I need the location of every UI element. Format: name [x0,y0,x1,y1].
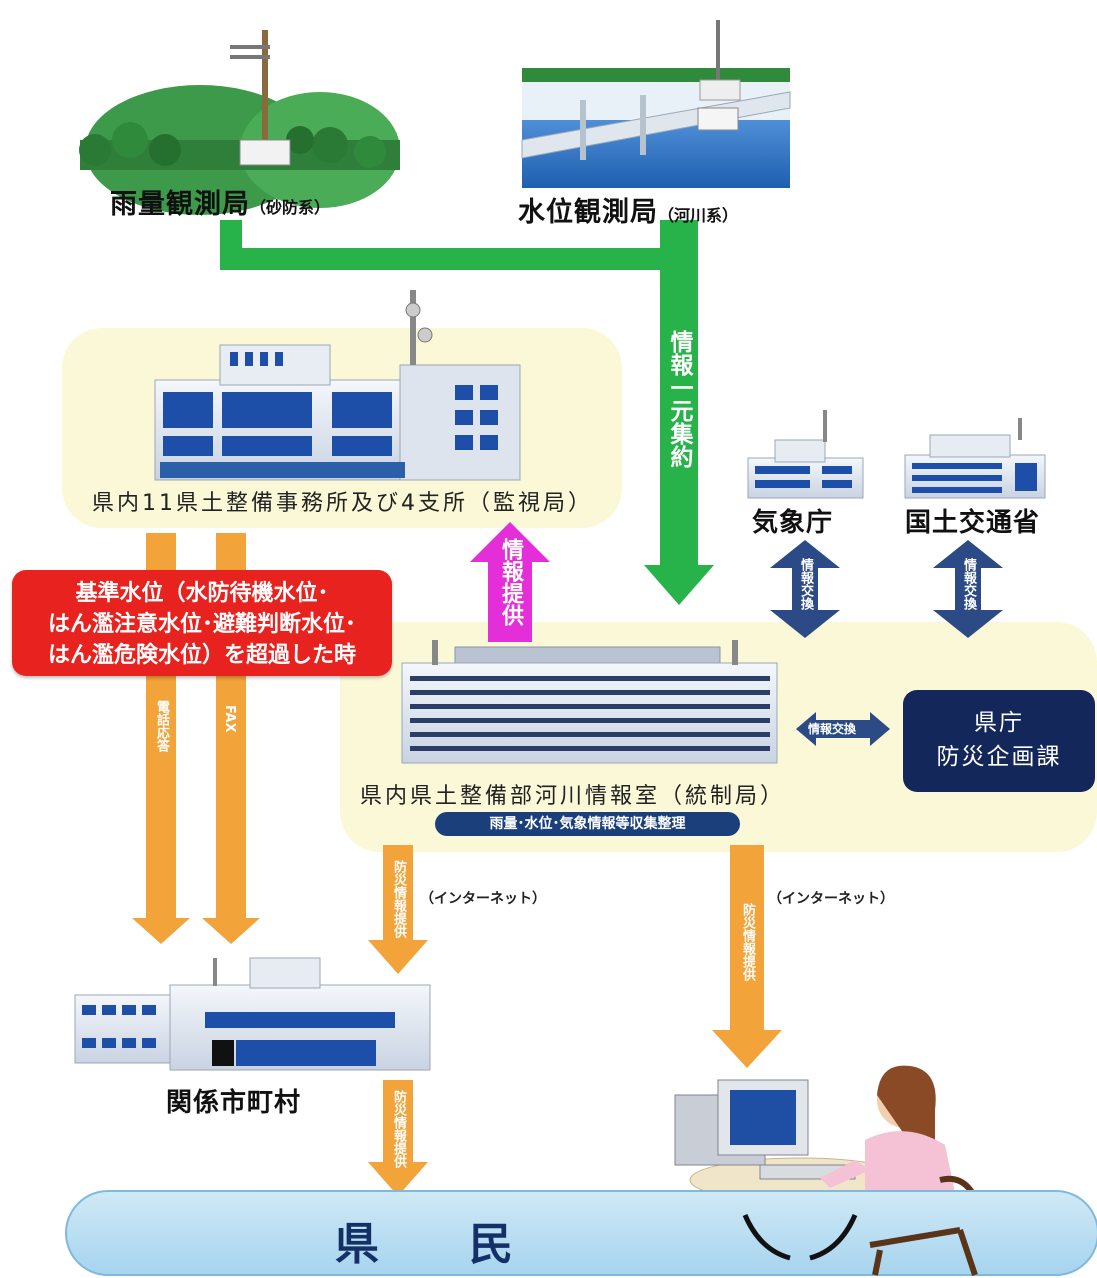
info-provision-label: 情報提供 [498,538,523,626]
jma-building-illustration [747,410,864,499]
water-station-name: 水位観測局 [518,197,658,228]
exchange-pref-label: 情報交換 [808,722,857,736]
monitoring-building-illustration [154,290,521,481]
water-station-illustration [521,20,791,188]
control-office-label: 県内県土整備部河川情報室（統制局） [360,784,786,809]
consolidation-label: 情報一元集約 [666,330,692,468]
control-building-illustration [401,640,778,764]
orange-arrow-hq-public [712,845,782,1068]
alert-box: 基準水位（水防待機水位･ はん濫注意水位･避難判断水位･ はん濫危険水位）を超過… [12,570,392,676]
mlit-label: 国土交通省 [905,508,1041,538]
orange-arrow-hq-municipal [368,845,428,974]
rain-station-illustration [79,30,400,215]
exchange-arrow-jma [770,540,840,638]
monitoring-office-label: 県内11県土整備事務所及び4支所（監視局） [92,491,593,516]
alert-line-3: はん濫危険水位）を超過した時 [47,643,356,668]
prefectural-office-box: 県庁 防災企画課 [903,690,1095,792]
water-station-sub: （河川系） [658,206,739,225]
disaster-info-label-c: 防災情報提供 [391,1090,406,1168]
green-collection-arrow [220,220,714,605]
control-badge: 雨量･水位･気象情報等収集整理 [435,812,740,836]
mlit-building-illustration [904,418,1046,499]
orange-arrow-municipal-public [368,1080,428,1196]
disaster-info-label-b: 防災情報提供 [740,903,755,981]
jma-label: 気象庁 [752,508,834,538]
pref-line-2: 防災企画課 [936,744,1062,770]
water-station-label: 水位観測局（河川系） [518,190,738,229]
exchange-mlit-label: 情報交換 [961,558,976,610]
exchange-jma-label: 情報交換 [798,558,813,610]
pref-line-1: 県庁 [974,710,1024,736]
disaster-info-label-a: 防災情報提供 [391,860,406,938]
alert-line-2: はん濫注意水位･避難判断水位･ [47,612,356,637]
municipalities-label: 関係市町村 [166,1088,302,1118]
info-provision-arrow [470,522,550,642]
rain-station-label: 雨量観測局（砂防系） [110,182,330,221]
internet-label-b: （インターネット） [768,891,894,907]
phone-label: 電話応答 [154,700,169,752]
exchange-arrow-pref [796,712,890,746]
internet-label-a: （インターネット） [420,891,546,907]
fax-label: FAX [222,705,237,733]
citizens-label: 県民 [335,1219,603,1270]
rain-station-name: 雨量観測局 [110,189,250,220]
exchange-arrow-mlit [933,540,1003,638]
rain-station-sub: （砂防系） [250,198,331,217]
alert-line-1: 基準水位（水防待機水位･ [75,581,329,606]
municipal-building-illustration [74,957,431,1071]
